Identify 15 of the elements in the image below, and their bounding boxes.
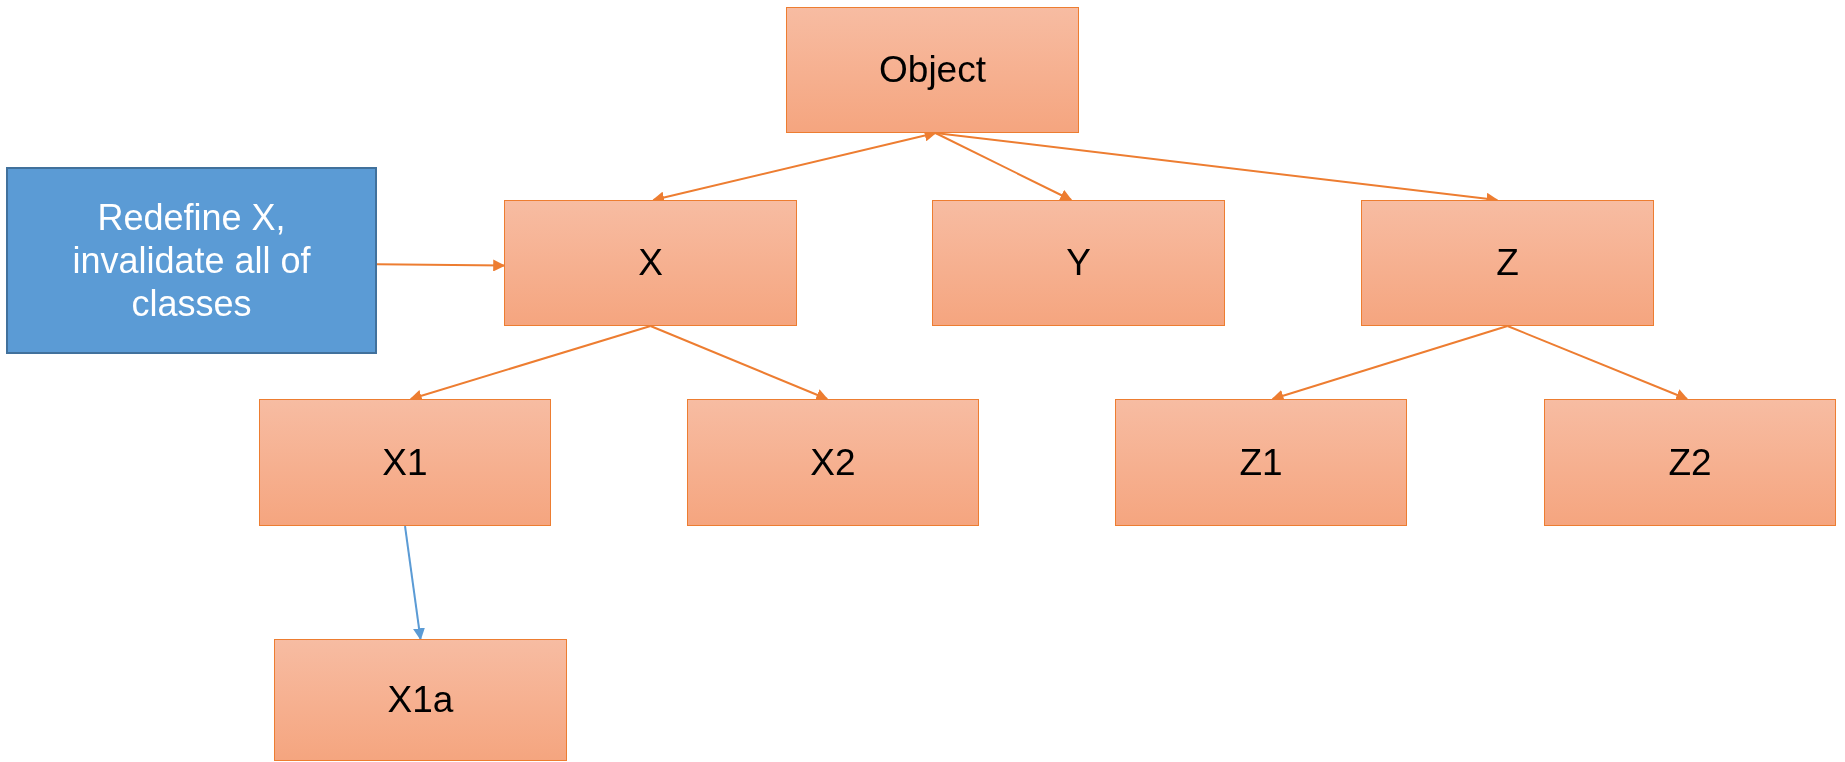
class-box: Z1 [1115, 399, 1407, 526]
arrow [376, 259, 506, 272]
class-box: Z [1361, 200, 1654, 326]
class-box: X2 [687, 399, 979, 526]
class-box: X [504, 200, 797, 326]
arrow [649, 325, 829, 401]
class-box: Z2 [1544, 399, 1836, 526]
class-box: X1 [259, 399, 551, 526]
note-box: Redefine X, invalidate all of classes [6, 167, 377, 354]
arrow [1506, 325, 1689, 401]
arrow [934, 132, 1073, 201]
class-box: Object [786, 7, 1079, 133]
class-box: X1a [274, 639, 567, 761]
arrow [404, 525, 425, 641]
class-box: Y [932, 200, 1225, 326]
